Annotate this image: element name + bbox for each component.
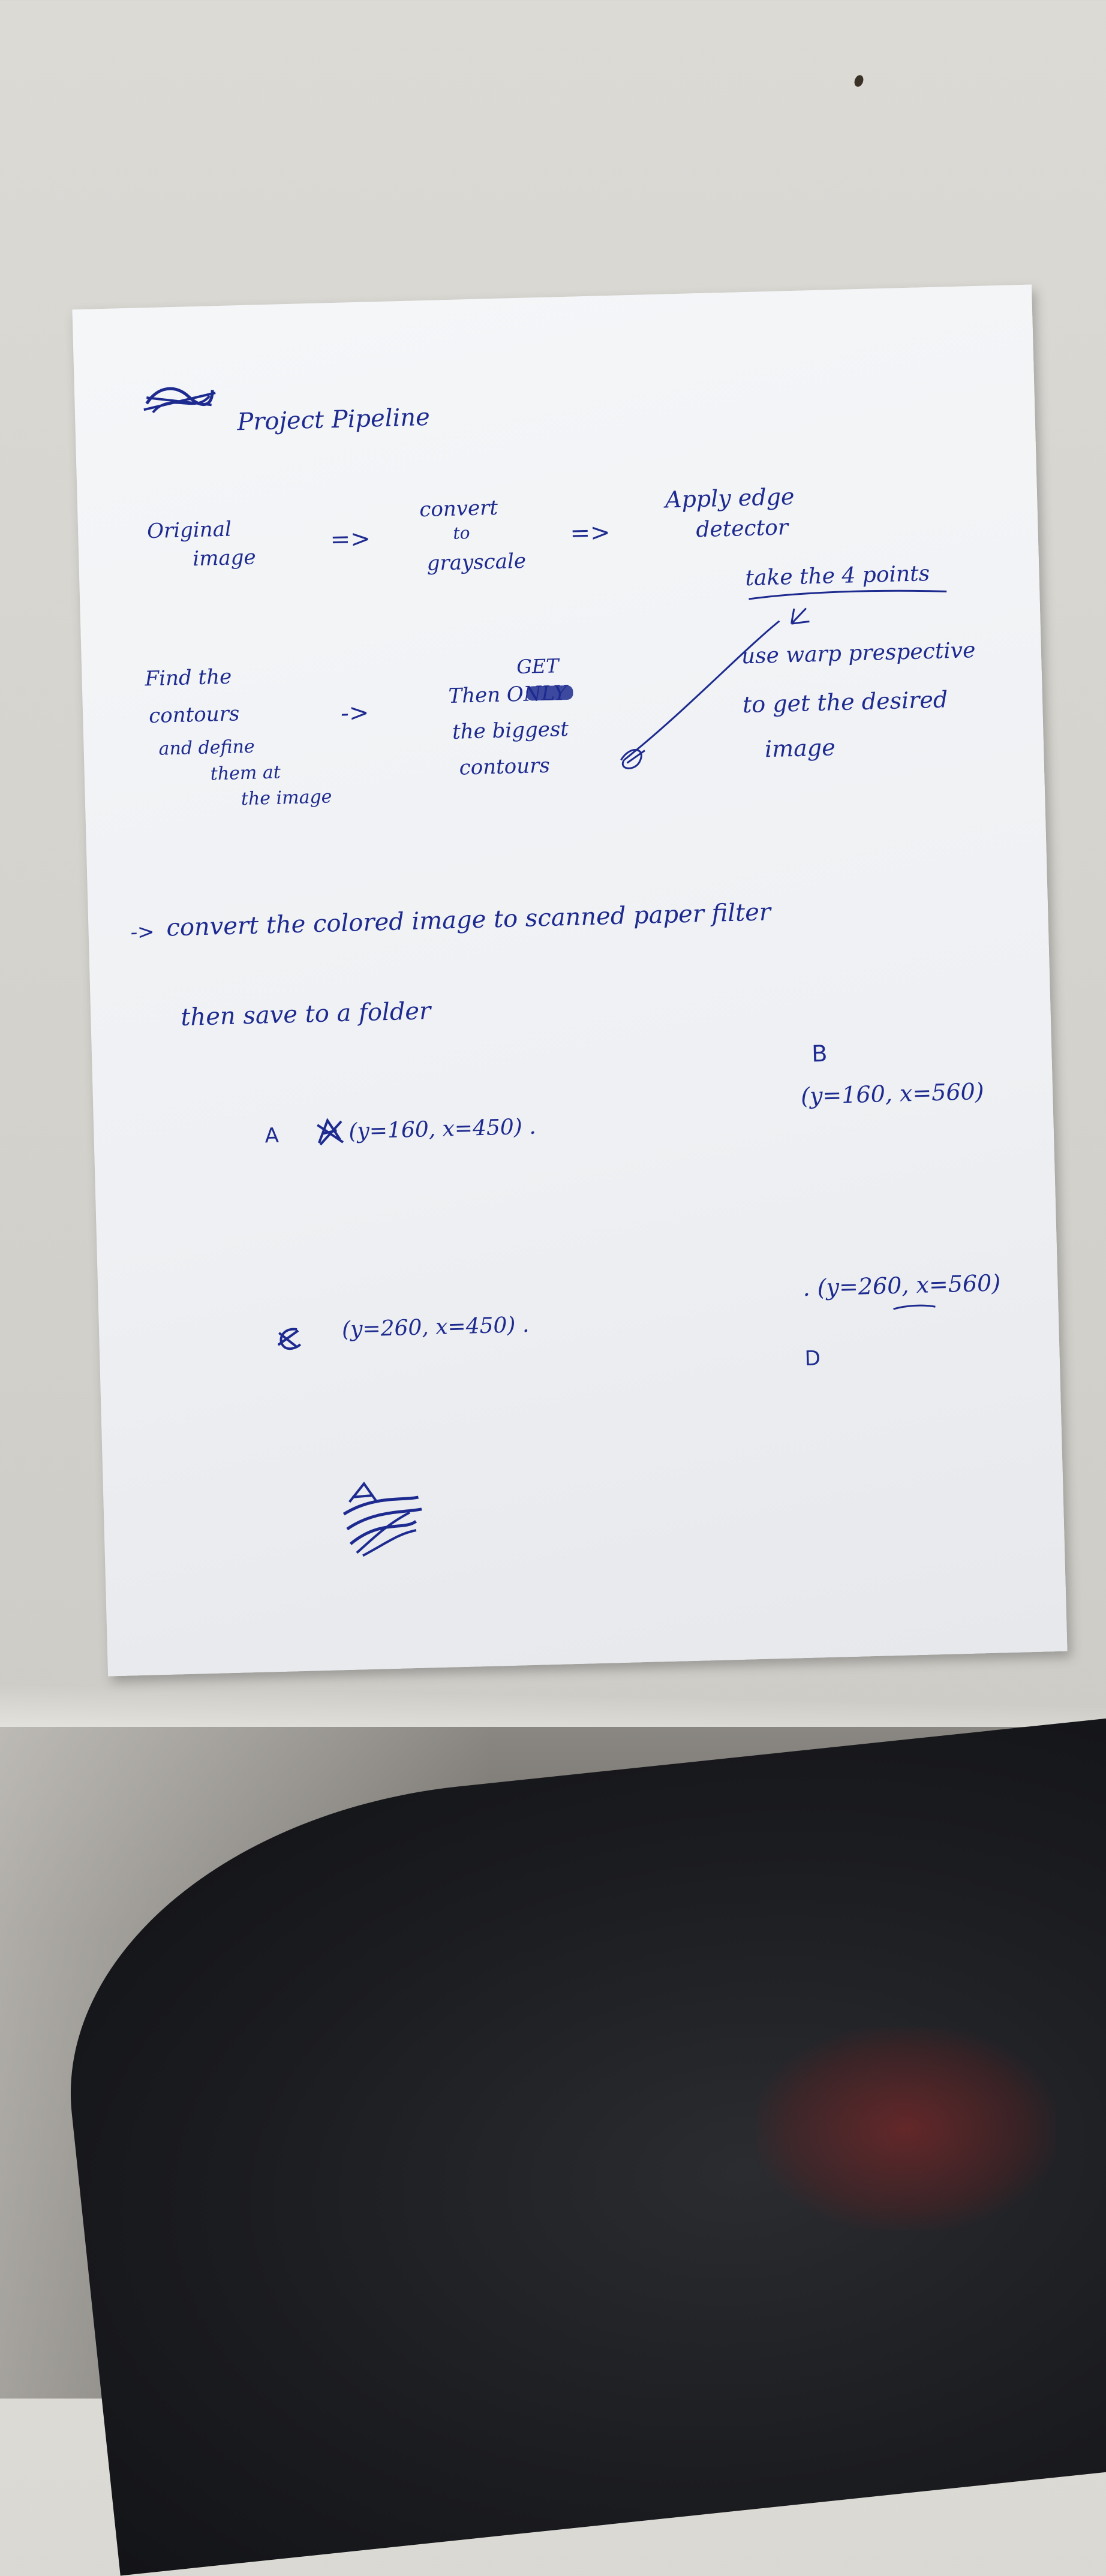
point-a-coords: (y=160, x=450) . <box>348 1114 537 1144</box>
step-find-line2: contours <box>148 702 240 729</box>
crossed-out-scribble-top <box>143 387 216 414</box>
point-c-coords: (y=260, x=450) . <box>341 1312 530 1343</box>
convert-filter-note: convert the colored image to scanned pap… <box>166 898 771 942</box>
handwritten-note-paper: Project Pipeline Original image => conve… <box>72 284 1068 1677</box>
save-folder-note: then save to a folder <box>180 997 431 1031</box>
take-points-note: take the 4 points <box>745 561 930 591</box>
arrow-1: => <box>330 525 371 554</box>
step-warp-line3: image <box>764 734 836 763</box>
step-warp-line2: to get the desired <box>742 686 948 718</box>
arrow-2: => <box>569 518 611 547</box>
step-find-line1: Find the <box>145 664 232 691</box>
point-b-coords: (y=160, x=560) <box>800 1078 985 1109</box>
step-original-line1: Original <box>146 517 232 544</box>
red-fabric-patch <box>756 2027 1056 2231</box>
connector-line <box>620 620 780 769</box>
note-title: Project Pipeline <box>236 403 431 437</box>
point-d-underline <box>893 1304 936 1310</box>
crossed-out-word-scribble <box>526 685 573 701</box>
step-original-line2: image <box>192 545 257 571</box>
convert-arrow: -> <box>130 920 155 945</box>
point-d-label: D <box>804 1346 821 1371</box>
step-biggest-line4: contours <box>459 753 551 780</box>
take-points-underline <box>749 589 947 625</box>
step-find-line5: the image <box>241 786 332 810</box>
point-b-label: B <box>811 1040 828 1067</box>
point-a-label: A <box>265 1123 279 1148</box>
step-find-line4: them at <box>210 762 281 785</box>
step-biggest-line1: GET <box>516 654 560 679</box>
step-edge-line1: Apply edge <box>665 483 795 513</box>
step-find-line3: and define <box>158 736 256 760</box>
step-convert-line2: to <box>452 523 470 543</box>
crossed-out-scribble-bottom <box>342 1481 422 1557</box>
step-biggest-line3: the biggest <box>452 717 569 744</box>
point-a-scribble <box>317 1118 344 1146</box>
step-edge-line2: detector <box>695 515 789 543</box>
point-d-coords: . (y=260, x=560) <box>802 1269 1001 1301</box>
step-warp-line1: use warp prespective <box>741 638 976 669</box>
desk-speck <box>853 74 865 88</box>
step-convert-line1: convert <box>419 495 498 522</box>
arrow-3: -> <box>340 699 369 727</box>
point-c-scribble <box>277 1328 302 1350</box>
step-convert-line3: grayscale <box>426 549 527 576</box>
